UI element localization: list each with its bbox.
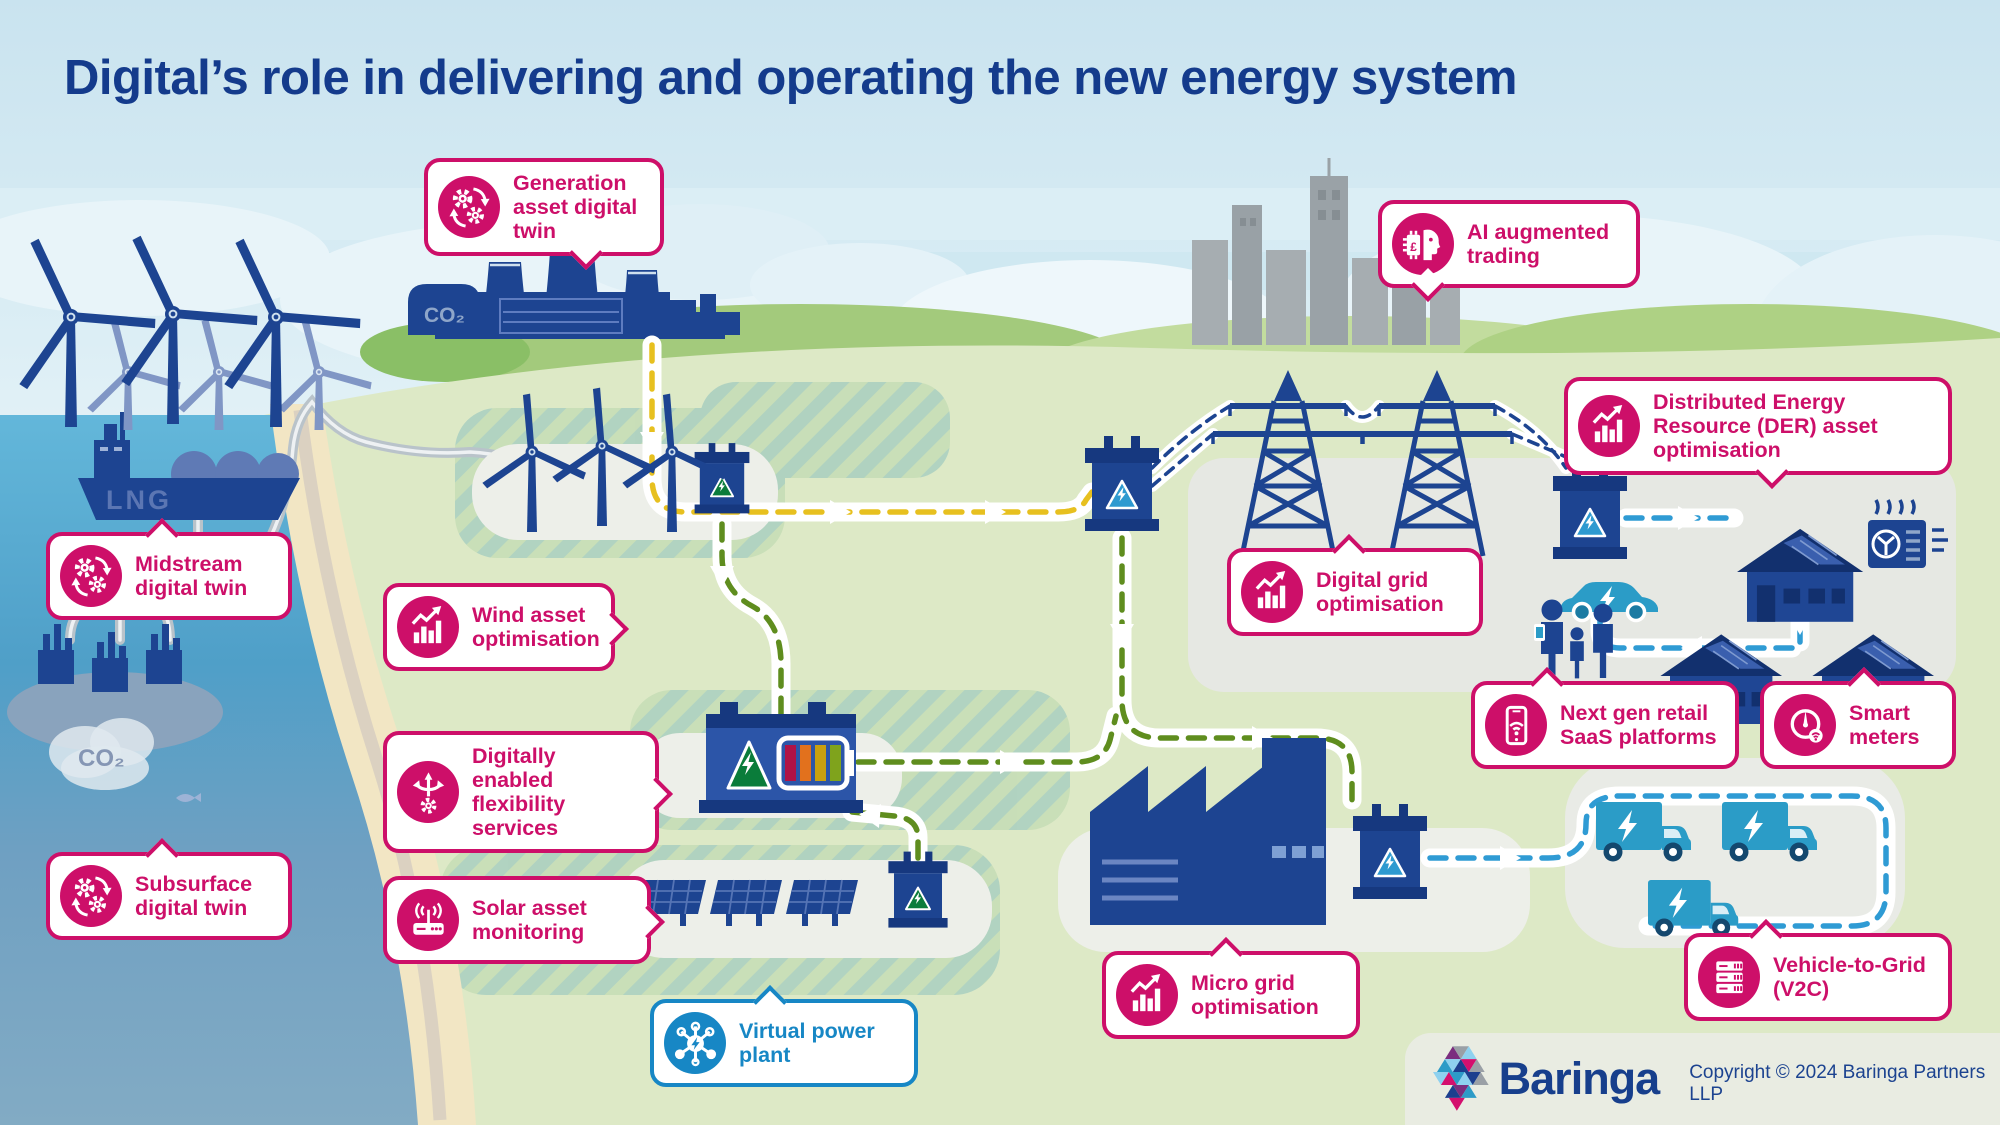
grid-transformer — [1083, 434, 1161, 533]
callout-label: Micro grid optimisation — [1191, 970, 1319, 1019]
co2-capture-dome: CO₂ — [408, 284, 480, 335]
solar-transformer — [887, 850, 949, 929]
callout-wind-asset-optimisation: Wind asset optimisation — [383, 583, 629, 671]
flexibility-icon — [397, 761, 459, 824]
smartphone-icon — [1485, 694, 1547, 756]
callout-label: Midstream digital twin — [135, 551, 248, 600]
neighbourhood-transformer — [1551, 462, 1629, 561]
callout-generation-asset-digital-twin: Generation asset digital twin — [424, 158, 664, 271]
optimisation-chart-icon — [1116, 964, 1178, 1026]
brand-name: Baringa — [1498, 1053, 1661, 1104]
callout-virtual-power-plant: Virtual power plant — [650, 985, 918, 1087]
callout-label: Smart meters — [1849, 700, 1920, 749]
monitoring-router-icon — [397, 889, 459, 951]
callout-ai-augmented-trading: AI augmented trading — [1378, 200, 1640, 302]
callout-label: AI augmented trading — [1467, 219, 1610, 268]
footer-brand-panel: Baringa Copyright © 2024 Baringa Partner… — [1405, 1033, 2000, 1125]
callout-digital-grid-optimisation: Digital grid optimisation — [1227, 534, 1483, 636]
callout-label: Generation asset digital twin — [513, 171, 638, 244]
callout-label: Vehicle-to-Grid (V2C) — [1773, 952, 1926, 1001]
callout-label: Subsurface digital twin — [135, 871, 253, 920]
svg-text:CO₂: CO₂ — [78, 745, 125, 772]
family — [1534, 599, 1613, 682]
baringa-logo-icon — [1433, 1046, 1489, 1111]
callout-label: Solar asset monitoring — [472, 895, 587, 944]
digital-twin-icon — [60, 865, 122, 927]
callout-label: Next gen retail SaaS platforms — [1560, 700, 1717, 749]
callout-digitally-enabled-flexibility-services: Digitally enabled flexibility services — [383, 731, 673, 854]
callout-label: Wind asset optimisation — [472, 602, 600, 651]
callout-vehicle-to-grid: Vehicle-to-Grid (V2C) — [1684, 919, 1952, 1021]
smart-meter-icon — [1774, 694, 1836, 756]
neighbourhood — [1534, 499, 1948, 725]
city-skyline — [1192, 158, 1460, 345]
svg-text:CO₂: CO₂ — [424, 304, 465, 327]
callout-label: Digitally enabled flexibility services — [472, 744, 566, 841]
micro-grid-transformer — [1351, 802, 1429, 901]
callout-der-asset-optimisation: Distributed Energy Resource (DER) asset … — [1564, 377, 1952, 490]
svg-text:LNG: LNG — [106, 485, 172, 515]
ai-trading-icon — [1392, 213, 1454, 275]
heat-pump — [1868, 499, 1948, 568]
callout-label: Distributed Energy Resource (DER) asset … — [1653, 390, 1878, 463]
page-title: Digital’s role in delivering and operati… — [64, 51, 1517, 105]
sky — [0, 0, 2000, 460]
callout-solar-asset-monitoring: Solar asset monitoring — [383, 876, 665, 964]
callout-label: Digital grid optimisation — [1316, 567, 1444, 616]
network-icon — [664, 1012, 726, 1074]
optimisation-chart-icon — [1241, 561, 1303, 623]
callout-subsurface-digital-twin: Subsurface digital twin — [46, 838, 292, 940]
server-stack-icon — [1698, 946, 1760, 1008]
co2-subsurface-cloud: CO₂ — [49, 718, 154, 790]
power-plant: CO₂ — [408, 234, 740, 339]
lng-ship: LNG — [78, 412, 300, 520]
digital-twin-icon — [438, 176, 500, 239]
optimisation-chart-icon — [397, 596, 459, 658]
optimisation-chart-icon — [1578, 395, 1640, 458]
battery-storage — [699, 702, 863, 813]
callout-next-gen-retail-saas-platforms: Next gen retail SaaS platforms — [1471, 667, 1739, 769]
callout-smart-meters: Smart meters — [1760, 667, 1956, 769]
callout-midstream-digital-twin: Midstream digital twin — [46, 518, 292, 620]
ev-car — [1560, 582, 1658, 623]
callout-micro-grid-optimisation: Micro grid optimisation — [1102, 937, 1360, 1039]
copyright-text: Copyright © 2024 Baringa Partners LLP — [1689, 1062, 1986, 1105]
callout-label: Virtual power plant — [739, 1018, 875, 1067]
digital-twin-icon — [60, 545, 122, 607]
factory — [1090, 738, 1326, 925]
